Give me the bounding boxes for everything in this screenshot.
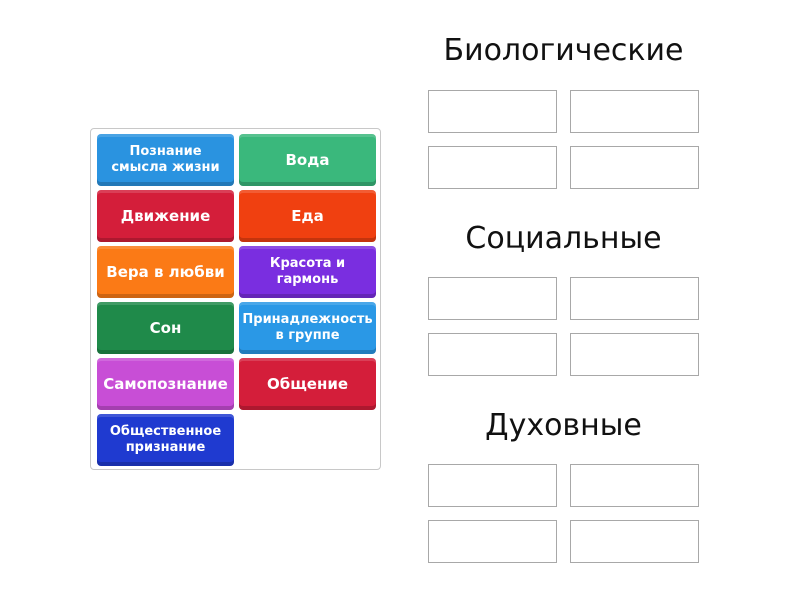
draggable-tile[interactable]: Познание смысла жизни — [97, 134, 234, 186]
draggable-tile[interactable]: Вера в любви — [97, 246, 234, 298]
drop-slot[interactable] — [570, 90, 699, 133]
draggable-tile[interactable]: Красота и гармонь — [239, 246, 376, 298]
drop-slot[interactable] — [570, 333, 699, 376]
drop-slot[interactable] — [428, 520, 557, 563]
draggable-tile[interactable]: Вода — [239, 134, 376, 186]
draggable-tile[interactable]: Самопознание — [97, 358, 234, 410]
draggable-tile[interactable]: Общественное признание — [97, 414, 234, 466]
drop-slot[interactable] — [570, 277, 699, 320]
group-title-biological: Биологические — [443, 33, 684, 68]
drop-slot[interactable] — [428, 277, 557, 320]
drop-slot[interactable] — [428, 333, 557, 376]
draggable-tile[interactable]: Общение — [239, 358, 376, 410]
drop-slot[interactable] — [428, 146, 557, 189]
drop-slot[interactable] — [428, 464, 557, 507]
drop-slot[interactable] — [428, 90, 557, 133]
group-title-spiritual: Духовные — [485, 408, 642, 443]
draggable-tile[interactable]: Сон — [97, 302, 234, 354]
draggable-tile[interactable]: Принадлежность в группе — [239, 302, 376, 354]
tile-pool — [90, 128, 381, 470]
group-title-social: Социальные — [465, 221, 662, 256]
draggable-tile[interactable]: Еда — [239, 190, 376, 242]
draggable-tile[interactable]: Движение — [97, 190, 234, 242]
drop-slot[interactable] — [570, 520, 699, 563]
drop-slot[interactable] — [570, 146, 699, 189]
drop-slot[interactable] — [570, 464, 699, 507]
